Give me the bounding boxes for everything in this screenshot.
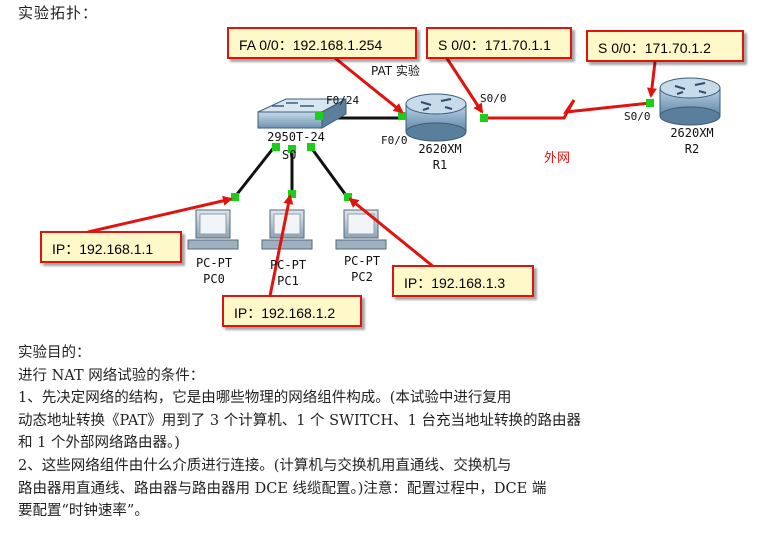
r2-model-label: 2620XM <box>670 126 714 140</box>
pc0-icon[interactable] <box>187 209 239 250</box>
r1-serial-port-label: S0/0 <box>480 92 507 105</box>
body-line: 实验目的： <box>18 345 91 361</box>
r2-serial-port-label: S0/0 <box>624 110 651 123</box>
r1-model-label: 2620XM <box>418 142 462 156</box>
pc0-type-label: PC-PT <box>195 256 233 270</box>
callout-arrows <box>87 52 657 297</box>
switch-model-label: 2950T-24 <box>267 130 325 144</box>
link-switch-pc2 <box>308 145 350 199</box>
network-topology-diagram <box>87 52 721 297</box>
body-line: 2、这些网络组件由什么介质进行连接。(计算机与交换机用直通线、交换机与 <box>18 457 512 474</box>
switch-icon[interactable] <box>257 98 347 129</box>
pc2-type-label: PC-PT <box>343 254 381 268</box>
pc2-name-label: PC2 <box>351 270 373 284</box>
section-heading: 实验拓扑： <box>18 4 99 22</box>
switch-name-label: S0 <box>282 148 297 162</box>
r1-name-label: R1 <box>432 158 448 172</box>
pc1-type-label: PC-PT <box>269 258 307 272</box>
router-r1-icon[interactable] <box>405 93 467 142</box>
body-line: 路由器用直通线、路由器与路由器用 DCE 线缆配置。)注意：配置过程中，DCE … <box>18 480 547 497</box>
callout-pc0-ip: IP：192.168.1.1 <box>40 231 182 263</box>
body-line: 动态地址转换《PAT》用到了 3 个计算机、1 个 SWITCH、1 台充当地址… <box>18 412 581 429</box>
experiment-description: 实验目的： 进行 NAT 网络试验的条件： 1、先决定网络的结构，它是由哪些物理… <box>18 342 748 523</box>
r2-name-label: R2 <box>684 142 700 156</box>
port-indicators <box>231 99 654 201</box>
r1-fa-port-label: F0/0 <box>381 134 408 147</box>
callout-pc1-ip: IP：192.168.1.2 <box>222 295 362 327</box>
pat-label: PAT 实验 <box>371 64 420 78</box>
switch-port-label: F0/24 <box>326 94 360 107</box>
link-r1-r2-serial <box>484 99 651 120</box>
body-line: 和 1 个外部网络路由器。) <box>18 435 180 452</box>
body-line: 要配置“时钟速率”。 <box>18 503 149 520</box>
link-switch-pc0 <box>232 145 277 199</box>
pc0-name-label: PC0 <box>203 272 225 286</box>
callout-r1-fastethernet: FA 0/0：192.168.1.254 <box>227 27 417 59</box>
router-r2-icon[interactable] <box>659 77 721 126</box>
pc2-icon[interactable] <box>335 209 387 250</box>
callout-pc2-ip: IP：192.168.1.3 <box>392 265 534 297</box>
wan-label: 外网 <box>544 151 571 166</box>
body-line: 1、先决定网络的结构，它是由哪些物理的网络组件构成。(本试验中进行复用 <box>18 390 512 407</box>
pc1-name-label: PC1 <box>277 274 299 288</box>
callout-r1-serial: S 0/0：171.70.1.1 <box>426 27 572 59</box>
body-line: 进行 NAT 网络试验的条件： <box>18 367 205 384</box>
callout-r2-serial: S 0/0：171.70.1.2 <box>586 30 744 62</box>
